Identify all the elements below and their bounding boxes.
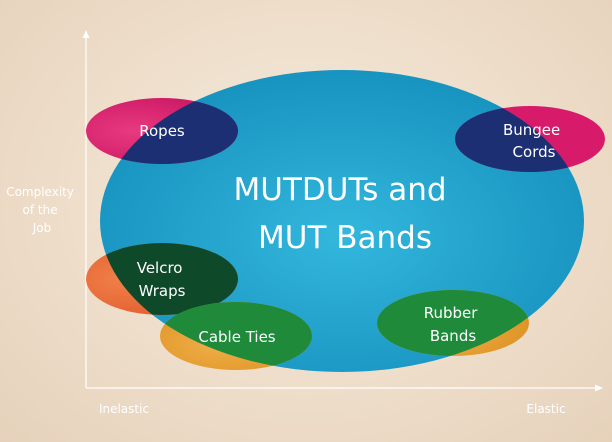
y-axis-arrow-icon	[82, 30, 90, 38]
y-axis-label-line-2: of the	[23, 203, 58, 217]
velcro-region	[86, 243, 238, 315]
ropes-region	[86, 98, 238, 164]
velcro-label-line-2: Wraps	[139, 282, 186, 300]
cable-label: Cable Ties	[198, 328, 275, 346]
center-label-line-2: MUT Bands	[258, 220, 432, 256]
rubber-label-line-2: Bands	[430, 327, 477, 345]
rubber-label: Rubber Bands	[424, 304, 482, 345]
center-label: MUTDUTs and MUT Bands	[234, 172, 457, 256]
bungee-region	[455, 106, 605, 172]
center-label-line-1: MUTDUTs and	[234, 172, 447, 208]
x-axis-arrow-icon	[595, 384, 603, 392]
x-axis-right-label: Elastic	[526, 402, 565, 416]
y-axis-label-line-3: Job	[32, 221, 52, 235]
rubber-label-line-1: Rubber	[424, 304, 479, 322]
y-axis-label: Complexity of the Job	[6, 185, 78, 235]
axes	[82, 30, 603, 392]
rubber-region	[377, 290, 529, 356]
velcro-label-line-1: Velcro	[137, 259, 183, 277]
cable-region	[160, 302, 312, 370]
bungee-label-line-2: Cords	[513, 143, 556, 161]
ropes-label: Ropes	[139, 122, 185, 140]
bungee-label-line-1: Bungee	[503, 121, 560, 139]
x-axis-left-label: Inelastic	[99, 402, 149, 416]
velcro-label: Velcro Wraps	[137, 259, 188, 300]
y-axis-label-line-1: Complexity	[6, 185, 74, 199]
bungee-label: Bungee Cords	[503, 121, 565, 161]
